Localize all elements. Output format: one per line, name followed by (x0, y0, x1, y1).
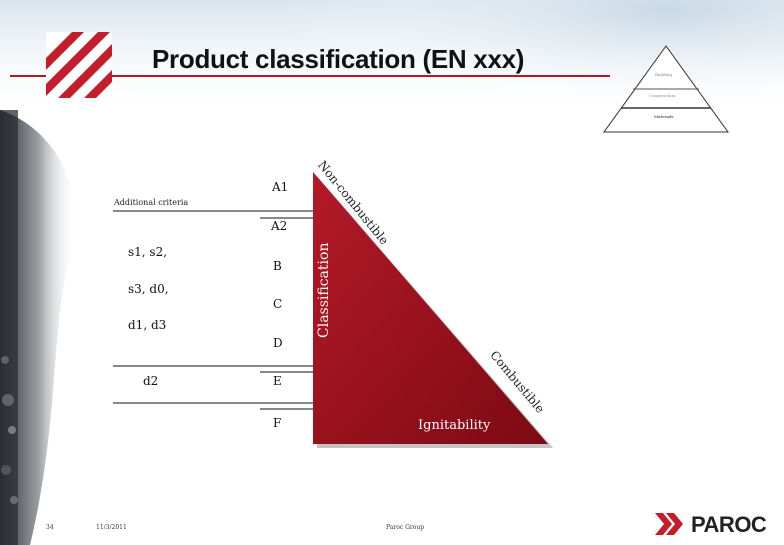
page-title: Product classification (EN xxx) (152, 44, 525, 74)
class-label-c: C (273, 297, 283, 311)
class-label-d: D (273, 336, 283, 350)
criteria-d1-d3: d1, d3 (128, 318, 167, 332)
pyramid-label-construction: Construction (649, 93, 676, 98)
ignitability-label: Ignitability (418, 418, 491, 433)
class-label-f: F (273, 416, 282, 430)
classification-triangle (313, 172, 548, 444)
stripe-logo (46, 32, 112, 98)
footer-page-number: 34 (46, 524, 54, 531)
pyramid-label-building: Building (655, 72, 673, 77)
criteria-d2: d2 (143, 374, 159, 388)
class-label-e: E (273, 374, 282, 388)
class-label-a1: A1 (272, 180, 289, 194)
class-label-a2: A2 (271, 219, 288, 233)
class-label-b: B (273, 259, 282, 273)
paroc-logo-icon (655, 513, 683, 535)
classification-vertical-label: Classification (316, 242, 332, 338)
pyramid-label-materials: Materials (654, 114, 674, 119)
paroc-logo-text: PAROC (691, 512, 767, 537)
footer-date: 11/3/2011 (96, 524, 127, 531)
pyramid-thumbnail (603, 45, 729, 133)
criteria-s3-d0: s3, d0, (128, 282, 169, 296)
footer-company: Paroc Group (386, 524, 425, 531)
additional-criteria-label: Additional criteria (114, 198, 189, 207)
criteria-s1-s2: s1, s2, (128, 245, 168, 259)
